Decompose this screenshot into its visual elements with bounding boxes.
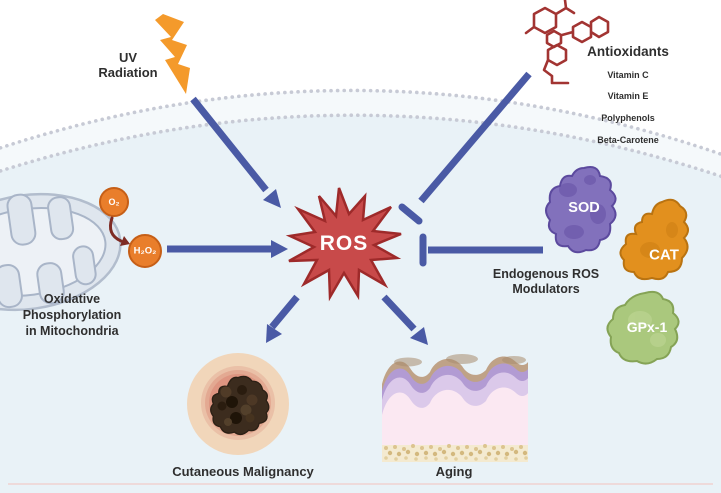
arrow-ros-to-malignancy <box>266 294 300 343</box>
cat-label: CAT <box>649 246 679 264</box>
skin-surface-patches <box>394 354 526 367</box>
cat-blob <box>619 198 689 281</box>
membrane-inner-dotted-line <box>0 113 721 179</box>
antioxidants-title: Antioxidants <box>587 44 669 59</box>
gpx1-label: GPx-1 <box>626 319 668 335</box>
ros-starburst <box>285 187 402 302</box>
antioxidant-item: Polyphenols <box>601 112 655 123</box>
aging-skin-illustration <box>382 354 528 462</box>
o2-to-h2o2-arrow <box>108 216 130 246</box>
cutaneous-malignancy-illustration <box>187 353 289 455</box>
arrow-uv-to-ros <box>190 96 281 208</box>
endogenous-modulators-label: Endogenous ROS Modulators <box>492 267 600 297</box>
mitochondria-icon <box>0 192 122 312</box>
gpx1-blob <box>606 290 680 365</box>
oxidative-phosphorylation-label: Oxidative Phosphorylation in Mitochondri… <box>22 292 122 338</box>
arrow-h2o2-to-ros <box>167 240 288 258</box>
h2o2-label: H₂O₂ <box>133 245 157 257</box>
antioxidant-item: Vitamin E <box>607 91 649 102</box>
sod-label: SOD <box>568 200 600 216</box>
cutaneous-malignancy-label: Cutaneous Malignancy <box>172 464 314 479</box>
inhibitor-antioxidants-to-ros <box>398 71 532 225</box>
arrow-ros-to-aging <box>381 294 428 345</box>
sod-blob <box>545 166 617 254</box>
membrane-outer-dotted-line <box>0 88 721 157</box>
antioxidant-molecule-icon <box>524 0 610 85</box>
aging-label: Aging <box>435 464 473 479</box>
cell-membrane-background <box>0 88 721 493</box>
o2-label: O₂ <box>108 197 120 207</box>
antioxidants-list: Vitamin C Vitamin E Polyphenols Beta-Car… <box>597 59 659 156</box>
uv-radiation-label: UV Radiation <box>98 50 158 81</box>
inhibitor-modulators-to-ros <box>419 233 543 267</box>
uv-lightning-icon <box>155 14 190 94</box>
bottom-divider <box>8 483 713 485</box>
mole-texture <box>217 385 258 426</box>
antioxidant-item: Beta-Carotene <box>597 134 659 145</box>
h2o2-circle <box>128 234 162 268</box>
subcutaneous-fat-speckles <box>384 444 528 461</box>
ros-label: ROS <box>319 232 369 255</box>
antioxidant-item: Vitamin C <box>607 69 649 80</box>
o2-circle <box>99 187 129 217</box>
